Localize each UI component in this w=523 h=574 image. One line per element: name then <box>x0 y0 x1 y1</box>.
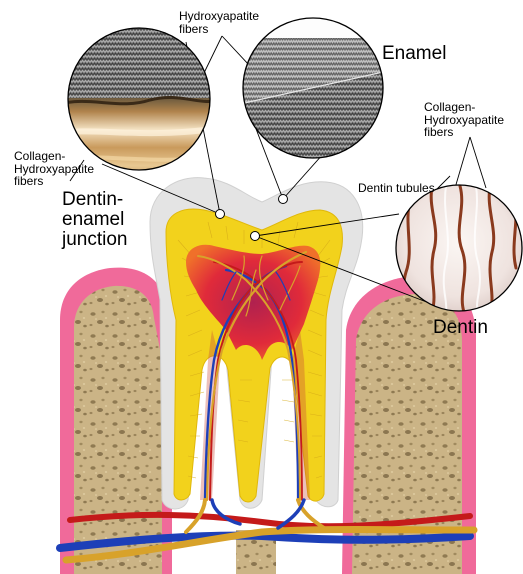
enamel-marker-point <box>279 195 288 204</box>
collagen-hydroxyapatite-label-right: Collagen- Hydroxyapatite fibers <box>424 101 504 139</box>
dentin-enamel-junction-label: Dentin- enamel junction <box>62 190 128 250</box>
dej-marker-point <box>216 210 225 219</box>
dentin-tubules-label: Dentin tubules <box>358 182 435 195</box>
collagen-right-line1: Collagen- <box>424 101 504 114</box>
dentin-marker-point <box>251 232 260 241</box>
hydroxyapatite-label-top-line2: fibers <box>179 23 259 36</box>
enamel-label: Enamel <box>382 44 446 64</box>
collagen-left-line3: fibers <box>14 175 94 188</box>
dentin-label: Dentin <box>433 318 488 338</box>
hydroxyapatite-label-top: Hydroxyapatite fibers <box>179 10 259 35</box>
enamel-magnified-view <box>240 16 392 161</box>
dej-line2: enamel <box>62 210 128 230</box>
collagen-hydroxyapatite-label-left: Collagen- Hydroxyapatite fibers <box>14 150 94 188</box>
collagen-right-line3: fibers <box>424 126 504 139</box>
hydroxyapatite-label-top-line1: Hydroxyapatite <box>179 10 259 23</box>
collagen-left-line1: Collagen- <box>14 150 94 163</box>
dej-line1: Dentin- <box>62 190 128 210</box>
dej-line3: junction <box>62 230 128 250</box>
